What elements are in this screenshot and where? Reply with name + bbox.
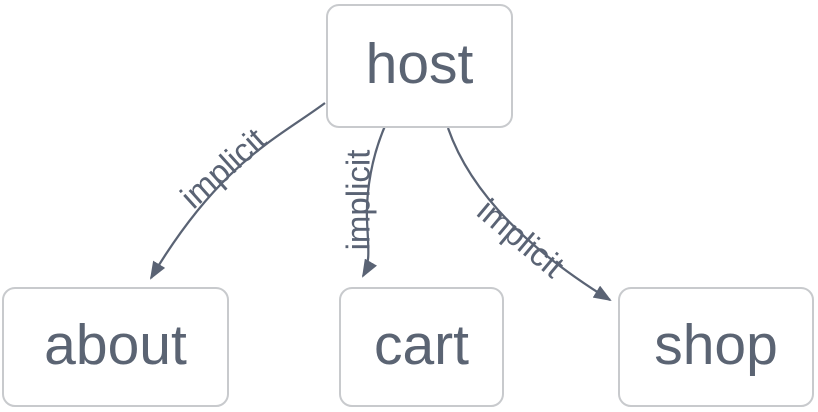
node-about-label: about xyxy=(44,312,187,377)
node-host-label: host xyxy=(365,31,474,96)
node-shop-label: shop xyxy=(654,312,778,377)
edge-label-host-about: implicit xyxy=(173,121,273,216)
node-shop: shop xyxy=(618,287,814,407)
node-cart: cart xyxy=(339,287,504,407)
edge-host-cart xyxy=(362,125,387,278)
edge-host-shop xyxy=(446,127,612,302)
node-host: host xyxy=(326,4,513,128)
node-about: about xyxy=(2,287,229,407)
edge-host-about xyxy=(149,102,326,280)
edge-label-host-cart: implicit xyxy=(340,150,377,251)
edge-label-host-shop: implicit xyxy=(470,191,571,284)
node-cart-label: cart xyxy=(373,312,470,377)
